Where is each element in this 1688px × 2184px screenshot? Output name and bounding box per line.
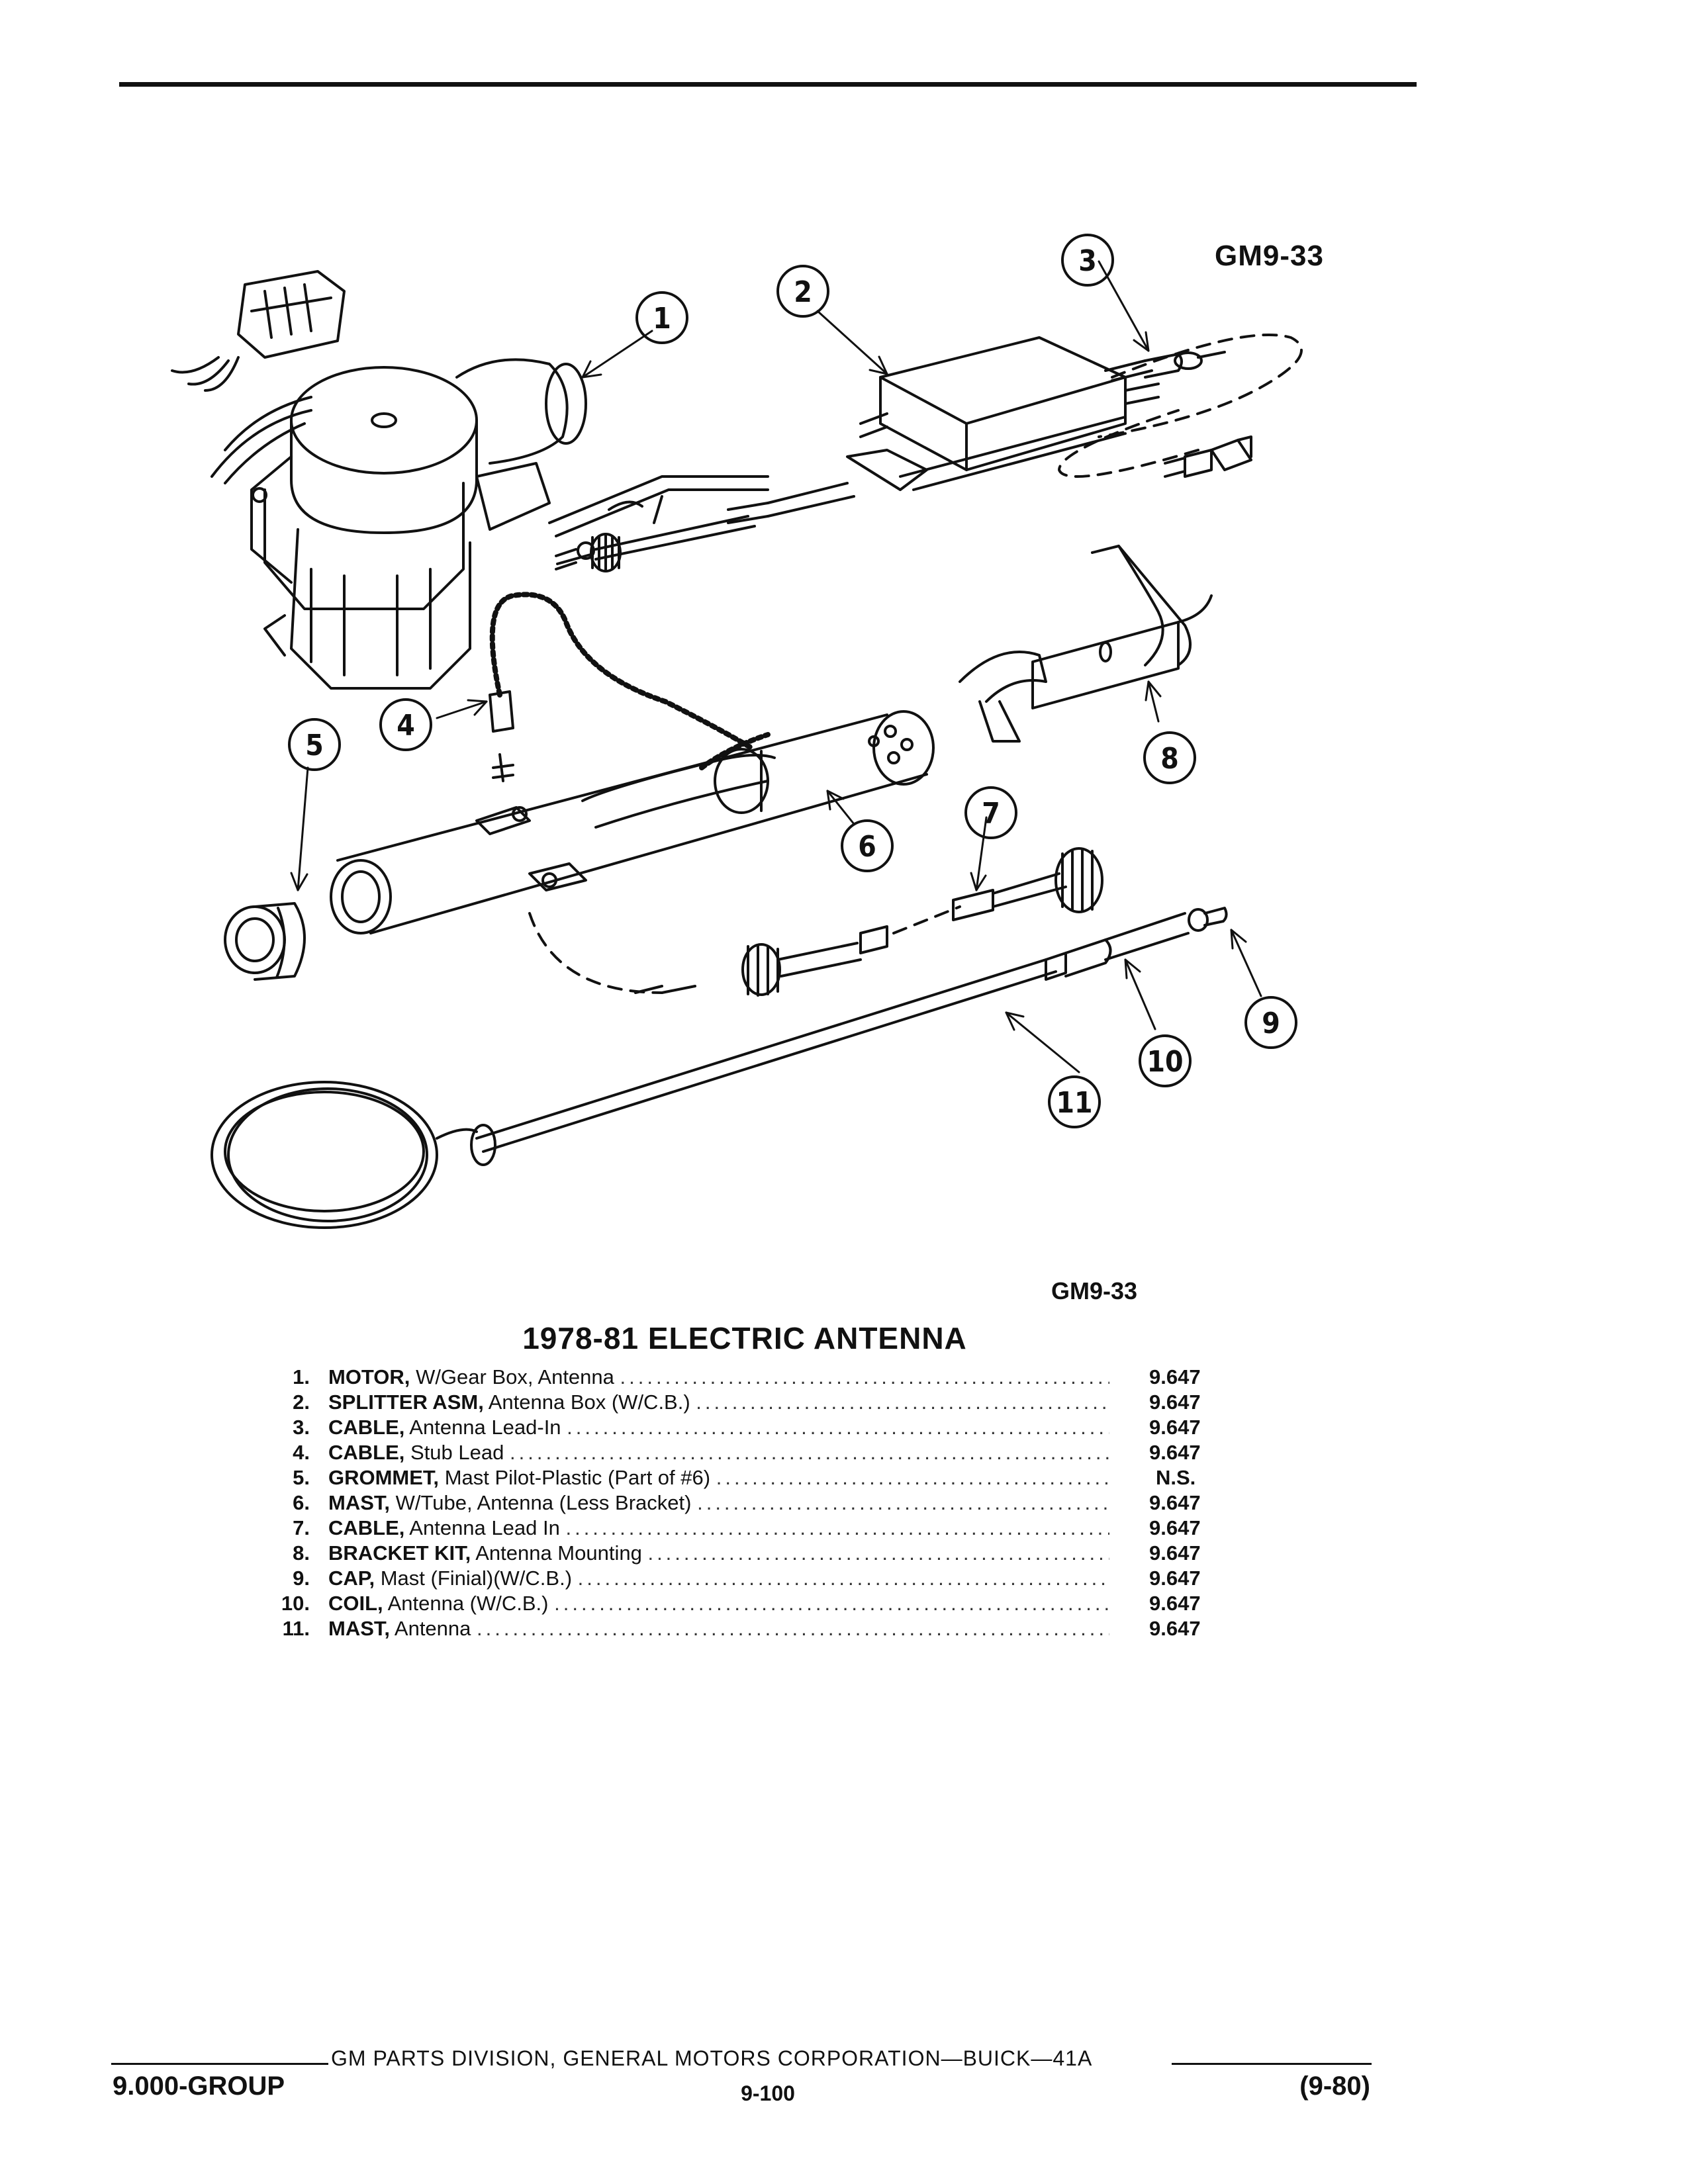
part-number: 1. [293,1365,310,1388]
callout-9: 9 [1262,1007,1280,1040]
part-number: 10. [281,1592,310,1615]
part-description: CABLE, Stub Lead .......................… [328,1441,1109,1464]
part-number: 3. [293,1416,310,1439]
stub-lead-cable-drawing [489,592,771,782]
lead-in-cable-7-drawing [528,847,1103,997]
parts-row: 5. GROMMET, Mast Pilot-Plastic (Part of … [245,1465,1258,1490]
parts-row: 8. BRACKET KIT, Antenna Mounting .......… [245,1541,1258,1566]
part-description: MAST, Antenna ..........................… [328,1617,1109,1640]
parts-row: 7. CABLE, Antenna Lead In ..............… [245,1516,1258,1541]
callout-numbers: 1 2 3 4 5 6 7 8 9 10 11 [305,244,1280,1120]
callout-3: 3 [1078,244,1097,278]
footer-corporation: GM PARTS DIVISION, GENERAL MOTORS CORPOR… [331,2046,1093,2070]
part-number: 9. [293,1567,310,1590]
motor-gearbox-drawing [171,270,587,690]
callout-7: 7 [982,797,1000,831]
group-number: 9.647 [1149,1541,1201,1565]
splitter-box-drawing [846,336,1160,491]
group-number: 9.647 [1149,1491,1201,1514]
footer-date: (9-80) [1299,2071,1370,2101]
part-description: CABLE, Antenna Lead-In .................… [328,1416,1109,1439]
footer-page-number: 9-100 [741,2081,795,2105]
parts-row: 1. MOTOR, W/Gear Box, Antenna ..........… [245,1365,1258,1390]
parts-row: 3. CABLE, Antenna Lead-In ..............… [245,1415,1258,1440]
callout-5: 5 [305,729,324,762]
callout-2: 2 [794,275,812,309]
parts-row: 10. COIL, Antenna (W/C.B.) .............… [245,1591,1258,1616]
callout-6: 6 [858,830,876,864]
part-number: 2. [293,1390,310,1414]
exploded-parts-diagram: 1 2 3 4 5 6 7 8 9 10 11 [171,234,1303,1229]
callout-4: 4 [397,709,415,743]
mounting-bracket-drawing [959,545,1213,743]
part-number: 8. [293,1541,310,1565]
group-number: 9.647 [1149,1567,1201,1590]
part-description: BRACKET KIT, Antenna Mounting ..........… [328,1541,1109,1565]
callout-1: 1 [653,302,671,336]
part-number: 5. [293,1466,310,1489]
lead-in-cable-drawing [1058,334,1303,478]
section-title: 1978-81 ELECTRIC ANTENNA [522,1321,967,1355]
group-number: 9.647 [1149,1390,1201,1414]
group-number: 9.647 [1149,1416,1201,1439]
part-description: MOTOR, W/Gear Box, Antenna .............… [328,1365,1109,1388]
callout-leaders [290,260,1262,1073]
part-number: 11. [282,1617,310,1640]
parts-list: 1. MOTOR, W/Gear Box, Antenna ..........… [245,1365,1258,1641]
part-description: CABLE, Antenna Lead In .................… [328,1516,1109,1539]
group-number: 9.647 [1149,1365,1201,1388]
group-number: 9.647 [1149,1516,1201,1539]
part-description: CAP, Mast (Finial)(W/C.B.) .............… [328,1567,1109,1590]
parts-row: 9. CAP, Mast (Finial)(W/C.B.) ..........… [245,1566,1258,1591]
parts-row: 11. MAST, Antenna ......................… [245,1616,1258,1641]
grommet-drawing [224,902,306,981]
part-number: 6. [293,1491,310,1514]
figure-code-top: GM9-33 [1215,240,1324,272]
top-rule [119,82,1417,87]
mast-coil-drawing [211,907,1228,1229]
parts-row: 2. SPLITTER ASM, Antenna Box (W/C.B.) ..… [245,1390,1258,1415]
group-number: 9.647 [1149,1617,1201,1640]
group-number: 9.647 [1149,1441,1201,1464]
callout-11: 11 [1056,1086,1092,1120]
part-number: 7. [293,1516,310,1539]
motor-lead-cables [548,475,855,572]
mast-tube-drawing [330,710,935,934]
callout-10: 10 [1147,1045,1183,1079]
group-number: N.S. [1156,1466,1196,1489]
part-description: SPLITTER ASM, Antenna Box (W/C.B.) .....… [328,1390,1109,1414]
parts-row: 6. MAST, W/Tube, Antenna (Less Bracket) … [245,1490,1258,1516]
part-description: COIL, Antenna (W/C.B.) .................… [328,1592,1109,1615]
footer-rule-left [111,2063,328,2065]
part-description: MAST, W/Tube, Antenna (Less Bracket) ...… [328,1491,1109,1514]
parts-row: 4. CABLE, Stub Lead ....................… [245,1440,1258,1465]
figure-code-bottom: GM9-33 [1051,1277,1138,1304]
footer-rule-right [1172,2063,1372,2065]
footer-group: 9.000-GROUP [113,2071,285,2101]
part-number: 4. [293,1441,310,1464]
group-number: 9.647 [1149,1592,1201,1615]
callout-circles [288,234,1297,1128]
callout-8: 8 [1160,742,1179,776]
part-description: GROMMET, Mast Pilot-Plastic (Part of #6)… [328,1466,1109,1489]
